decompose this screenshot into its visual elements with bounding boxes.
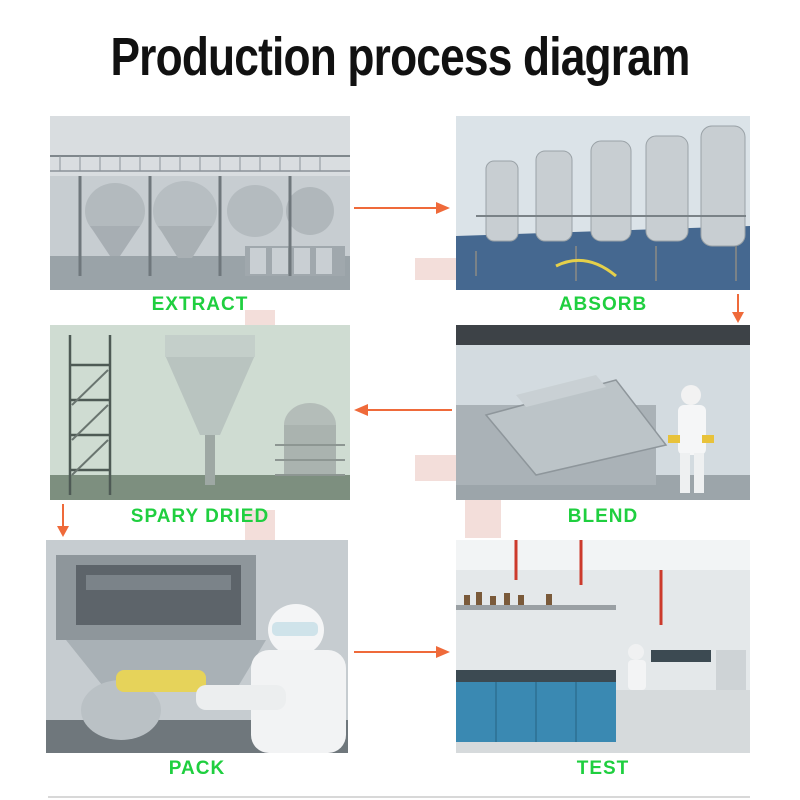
- watermark-shape: [415, 455, 457, 481]
- arrow-blend-to-spray-dried: [354, 404, 452, 416]
- step-label-blend: BLEND: [567, 506, 639, 527]
- arrow-absorb-to-blend: [732, 294, 744, 323]
- extract-photo: [50, 116, 350, 290]
- arrow-pack-to-test: [354, 646, 450, 658]
- diagram-title: Production process diagram: [110, 27, 690, 87]
- absorb-photo: [456, 116, 750, 290]
- arrow-spray-dried-to-pack: [57, 504, 69, 537]
- watermark-shape: [465, 500, 501, 538]
- blend-photo: [456, 325, 750, 500]
- step-label-pack: PACK: [168, 758, 226, 779]
- spray-dried-photo: [50, 325, 350, 500]
- arrow-extract-to-absorb: [354, 202, 450, 214]
- watermark-shape: [415, 258, 457, 280]
- pack-photo: [46, 540, 348, 753]
- watermark-shape: [245, 510, 275, 540]
- step-label-spray-dried: SPARY DRIED: [130, 506, 270, 527]
- bottom-divider: [48, 796, 750, 798]
- step-label-extract: EXTRACT: [151, 294, 249, 315]
- step-label-test: TEST: [576, 758, 630, 779]
- step-label-absorb: ABSORB: [558, 294, 648, 315]
- test-photo: [456, 540, 750, 753]
